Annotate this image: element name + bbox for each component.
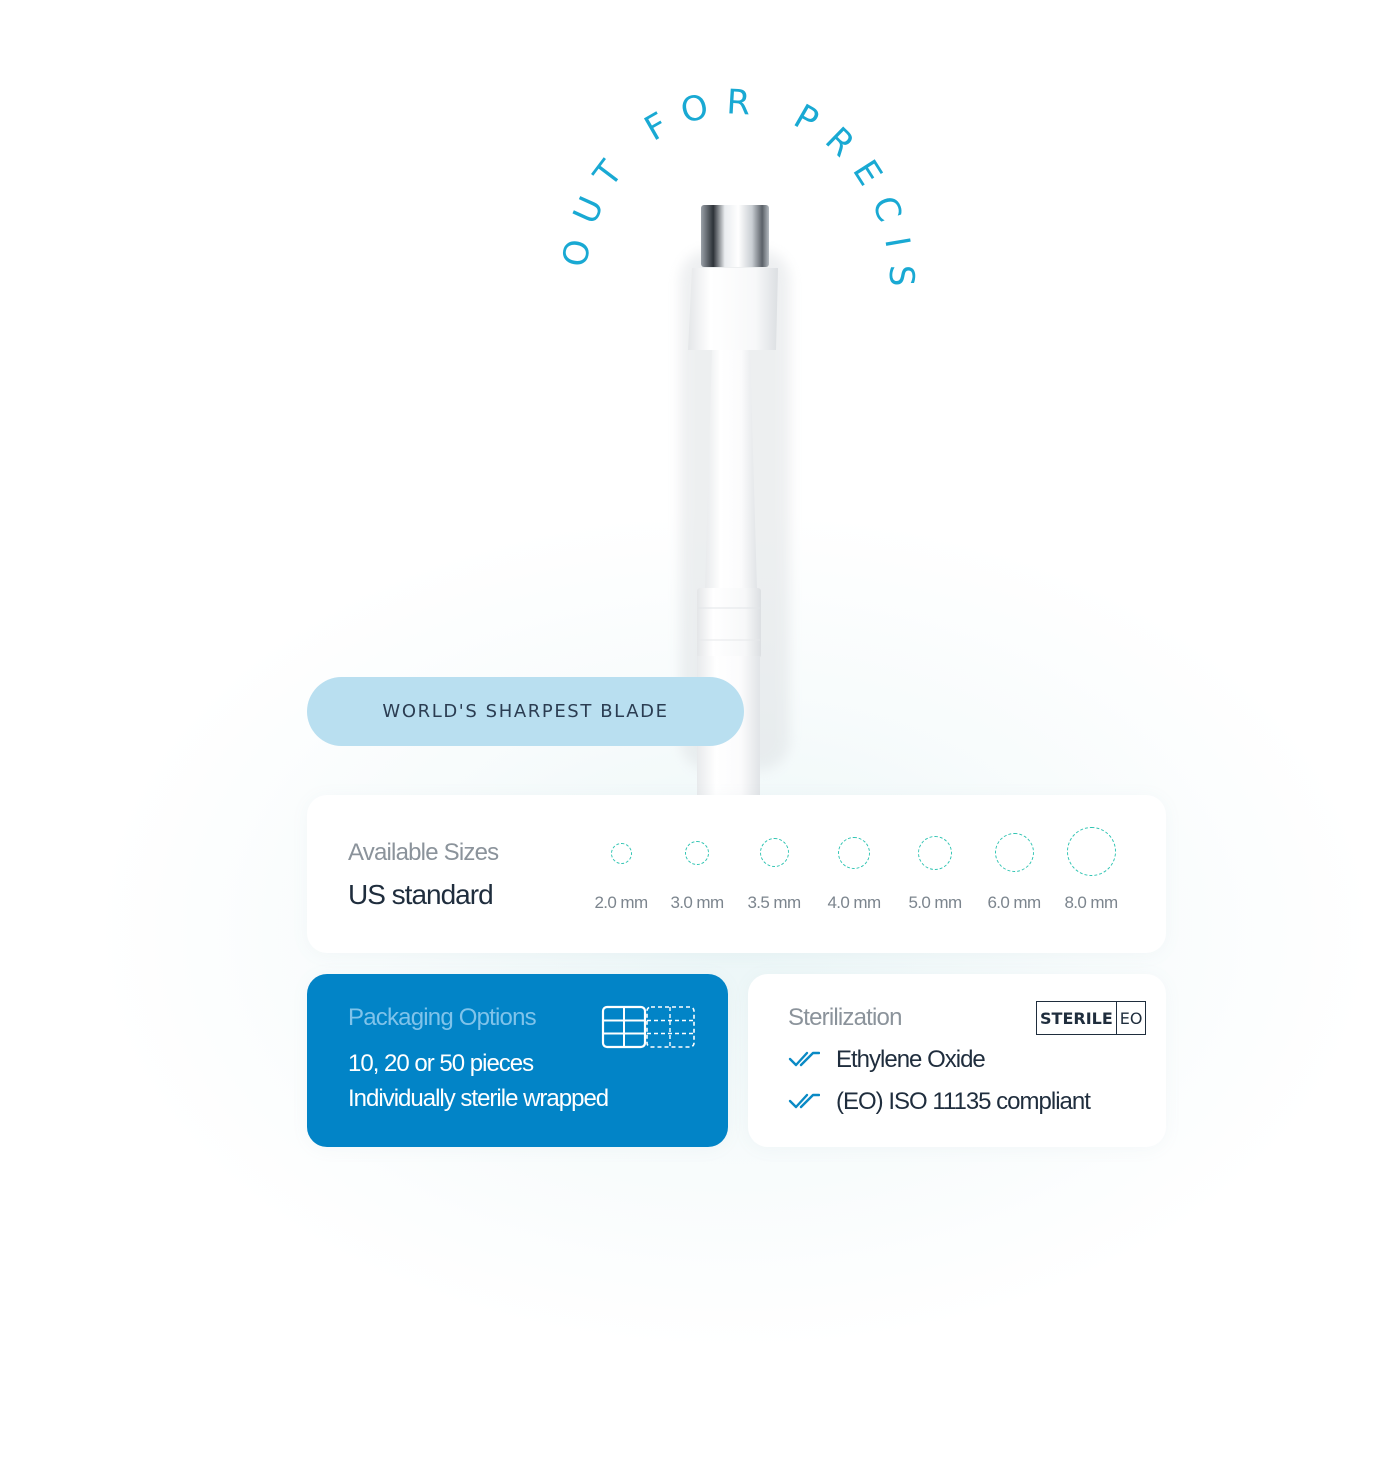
- sterile-badge-label: STERILE: [1040, 1008, 1113, 1028]
- double-check-icon: [788, 1051, 820, 1067]
- packaging-options-card: Packaging Options 10, 20 or 50 pieces In…: [307, 974, 728, 1147]
- size-label: 6.0 mm: [987, 893, 1041, 912]
- size-circle-icon: [918, 836, 952, 870]
- size-label: 2.0 mm: [594, 893, 648, 912]
- sterilization-item-label: Ethylene Oxide: [836, 1046, 986, 1073]
- double-check-icon: [788, 1093, 820, 1109]
- size-circle-icon: [685, 841, 709, 865]
- sterile-eo-badge: STERILE EO: [1036, 1001, 1147, 1035]
- sterilization-item: Ethylene Oxide: [788, 1046, 986, 1074]
- packaging-title: Packaging Options: [348, 1004, 537, 1031]
- size-label: 4.0 mm: [827, 893, 881, 912]
- size-circle-icon: [838, 837, 870, 869]
- sharpest-blade-badge: WORLD'S SHARPEST BLADE: [307, 677, 744, 746]
- available-sizes-card: Available Sizes US standard 2.0 mm 3.0 m…: [307, 795, 1166, 953]
- size-option: 6.0 mm: [974, 827, 1054, 912]
- sizes-standard: US standard: [348, 879, 494, 910]
- size-option: 3.0 mm: [657, 827, 737, 912]
- sharpest-blade-label: WORLD'S SHARPEST BLADE: [382, 701, 669, 722]
- size-label: 5.0 mm: [908, 893, 962, 912]
- size-option: 2.0 mm: [581, 827, 661, 912]
- size-option: 4.0 mm: [814, 827, 894, 912]
- size-circle-icon: [759, 838, 789, 867]
- size-label: 8.0 mm: [1064, 893, 1118, 912]
- sterilization-item-label: (EO) ISO 11135 compliant: [836, 1088, 1091, 1115]
- packaging-grid-icon: [601, 1005, 695, 1049]
- size-option: 8.0 mm: [1051, 827, 1131, 912]
- size-circle-icon: [610, 843, 632, 864]
- packaging-quantity: 10, 20 or 50 pieces: [348, 1050, 534, 1077]
- size-label: 3.0 mm: [670, 893, 724, 912]
- size-label: 3.5 mm: [747, 893, 801, 912]
- sterilization-card: Sterilization STERILE EO Ethylene Oxide …: [748, 974, 1166, 1147]
- blade-tip: [701, 205, 769, 267]
- size-option: 3.5 mm: [734, 827, 814, 912]
- sizes-title: Available Sizes: [348, 839, 499, 866]
- packaging-wrapping: Individually sterile wrapped: [348, 1085, 609, 1112]
- size-option: 5.0 mm: [895, 827, 975, 912]
- sterilization-title: Sterilization: [788, 1004, 902, 1031]
- sterilization-item: (EO) ISO 11135 compliant: [788, 1088, 1091, 1116]
- size-circle-icon: [1066, 827, 1116, 876]
- blade-hub: [688, 268, 778, 350]
- eo-badge-label: EO: [1115, 1002, 1146, 1034]
- size-circle-icon: [994, 833, 1034, 872]
